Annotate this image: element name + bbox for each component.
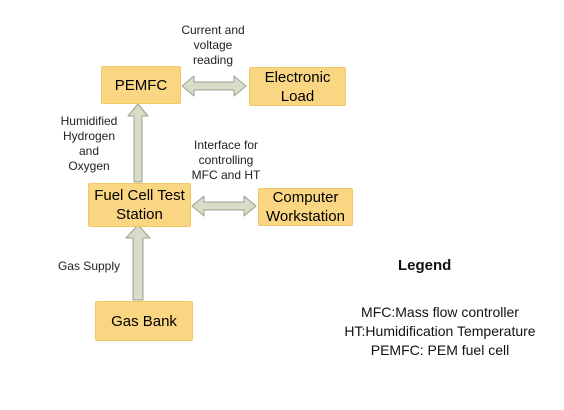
electronic-load-label: Electronic Load [264,68,331,105]
pemfc-box: PEMFC [101,66,181,104]
gas-bank-box: Gas Bank [95,301,193,341]
arrow-pemfc-electronic-load [181,75,247,97]
electronic-load-box: Electronic Load [249,67,346,106]
legend-item: PEMFC: PEM fuel cell [370,342,510,358]
gas-bank-label: Gas Bank [111,312,177,330]
interface-annotation: Interface for controlling MFC and HT [191,138,261,182]
humidified-annotation: Humidified Hydrogen and Oxygen [60,114,118,173]
pemfc-label: PEMFC [114,76,168,94]
arrow-test-station-to-pemfc [127,103,149,183]
gas-supply-annotation: Gas Supply [57,259,121,273]
fuel-cell-test-station-box: Fuel Cell Test Station [88,183,191,227]
computer-workstation-box: Computer Workstation [258,188,353,226]
legend-title: Legend [398,257,452,274]
legend-list: MFC:Mass flow controller HT:Humidificati… [318,303,562,360]
fuel-cell-test-station-label: Fuel Cell Test Station [94,187,185,223]
legend-item: MFC:Mass flow controller [361,304,519,320]
legend-item: HT:Humidification Temperature [344,323,536,339]
arrow-test-station-computer [191,195,257,217]
current-voltage-annotation: Current and voltage reading [181,23,245,67]
computer-workstation-label: Computer Workstation [266,189,345,225]
arrow-gas-bank-to-test-station [125,224,151,301]
